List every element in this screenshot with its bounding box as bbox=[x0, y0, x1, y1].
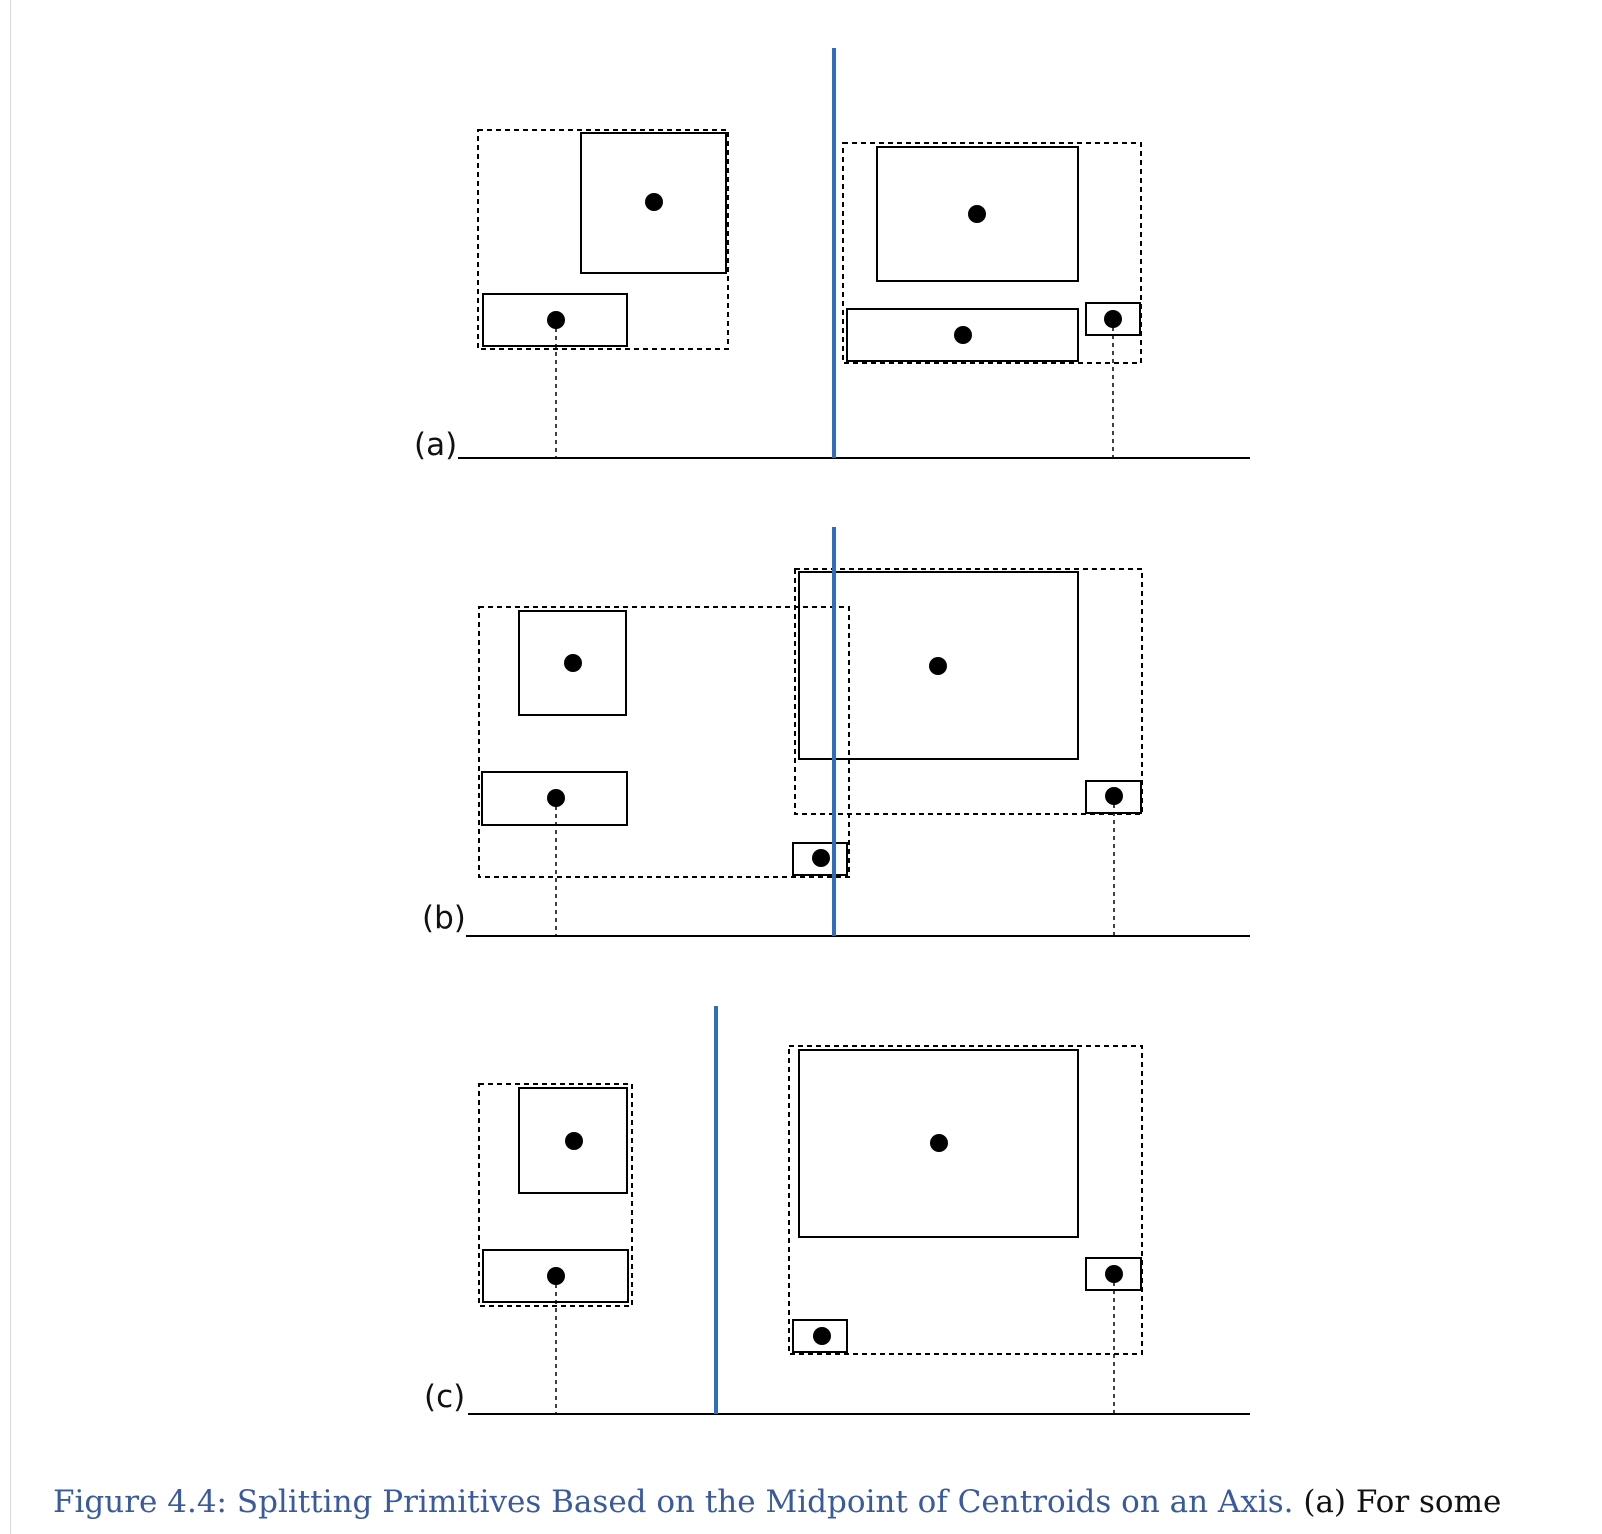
panel-a-left-group-bound bbox=[477, 129, 729, 350]
panel-c-primitive-small bbox=[792, 1319, 848, 1353]
panel-b-centroid bbox=[812, 849, 830, 867]
panel-c-right-group-bound bbox=[788, 1045, 1143, 1355]
panel-a-primitive-large bbox=[876, 146, 1079, 282]
panel-a-label: (a) bbox=[414, 427, 457, 463]
bvh-split-figure: (a) (b) bbox=[414, 48, 1250, 1415]
panel-b-label: (b) bbox=[422, 900, 466, 936]
panel-b-primitive-wide bbox=[481, 771, 628, 826]
panel-a-primitive-wide bbox=[846, 308, 1079, 362]
panel-a: (a) bbox=[414, 48, 1250, 463]
panel-c-centroid bbox=[930, 1134, 948, 1152]
panel-c-label: (c) bbox=[424, 1379, 465, 1415]
panel-c-left-group-bound bbox=[478, 1083, 633, 1307]
panel-b-right-group-bound bbox=[794, 568, 1143, 815]
panel-a-centroid bbox=[954, 326, 972, 344]
figure-caption-title[interactable]: Figure 4.4: Splitting Primitives Based o… bbox=[53, 1484, 1294, 1520]
panel-a-primitive-square bbox=[580, 132, 727, 274]
panel-c-centroid bbox=[813, 1327, 831, 1345]
panel-a-centroid bbox=[968, 205, 986, 223]
panel-b: (b) bbox=[422, 527, 1250, 937]
panel-c-primitive-square bbox=[518, 1087, 628, 1194]
figure-caption: Figure 4.4: Splitting Primitives Based o… bbox=[53, 1476, 1593, 1528]
panel-c: (c) bbox=[424, 1006, 1250, 1415]
panel-c-centroid bbox=[565, 1132, 583, 1150]
panel-a-primitive-wide bbox=[482, 293, 628, 347]
figure-caption-body: (a) For some bbox=[1303, 1484, 1502, 1520]
panel-a-right-group-bound bbox=[842, 142, 1142, 364]
panel-b-centroid bbox=[564, 654, 582, 672]
panel-c-primitive-large bbox=[798, 1049, 1079, 1238]
panel-b-primitive-large bbox=[798, 571, 1079, 760]
panel-b-primitive-square bbox=[518, 610, 627, 716]
panel-b-left-group-bound bbox=[478, 606, 850, 878]
page-left-rule bbox=[10, 0, 11, 1534]
panel-a-centroid bbox=[645, 193, 663, 211]
panel-b-primitive-small bbox=[792, 842, 848, 876]
panel-b-centroid bbox=[929, 657, 947, 675]
